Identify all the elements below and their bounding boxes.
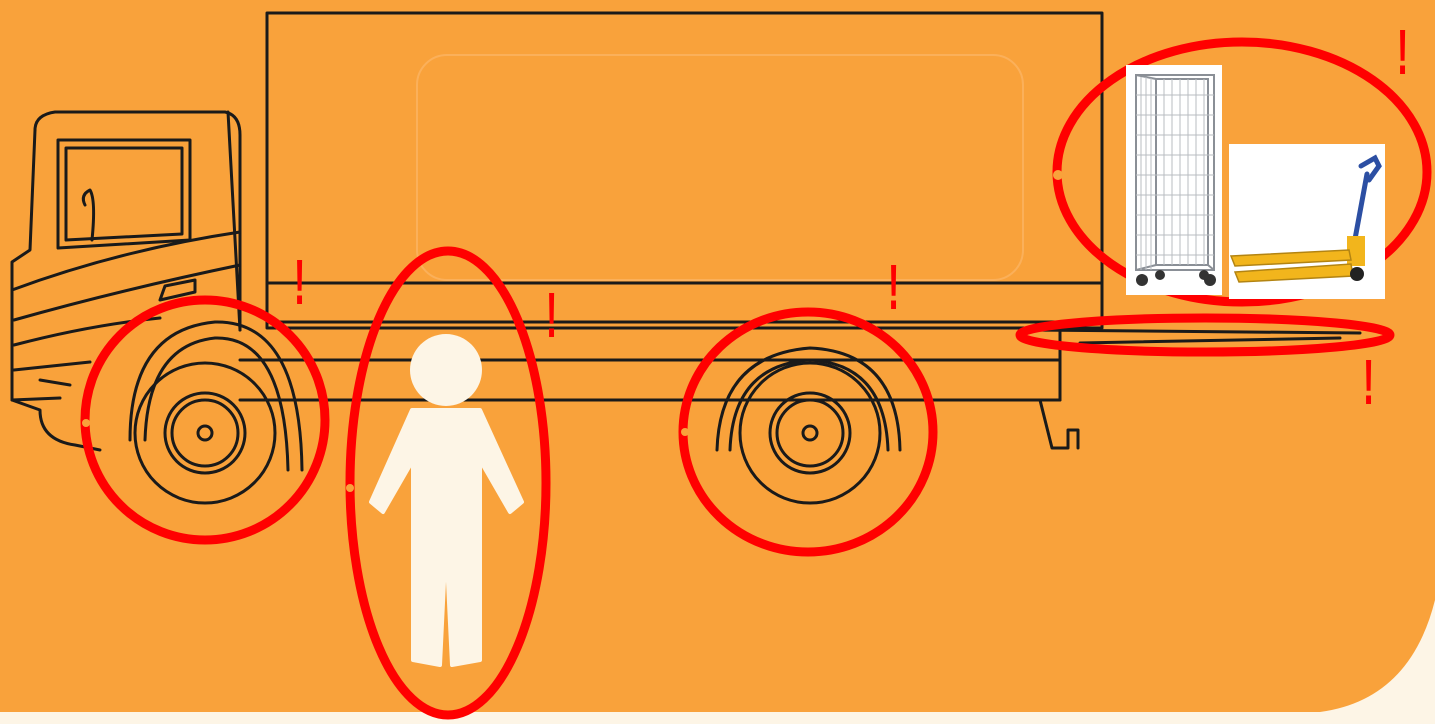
ring-markers	[82, 170, 1063, 492]
cargo-box-label-area	[416, 54, 1024, 281]
pallet-jack-icon	[1229, 144, 1385, 299]
roll-cage-icon	[1126, 65, 1222, 295]
tail-lift-hazard-ring	[1015, 313, 1395, 357]
box-truck-icon	[10, 11, 1362, 505]
pedestrian-hazard-ring	[345, 246, 551, 720]
hazard-marker-rear-wheel: !	[887, 251, 900, 323]
hazard-marker-tail-lift: !	[1362, 346, 1375, 418]
hazard-marker-equipment: !	[1396, 16, 1409, 88]
hazard-marker-pedestrian: !	[545, 279, 558, 351]
pedestrian-icon	[369, 334, 524, 667]
hazard-marker-front-wheel: !	[293, 246, 306, 318]
